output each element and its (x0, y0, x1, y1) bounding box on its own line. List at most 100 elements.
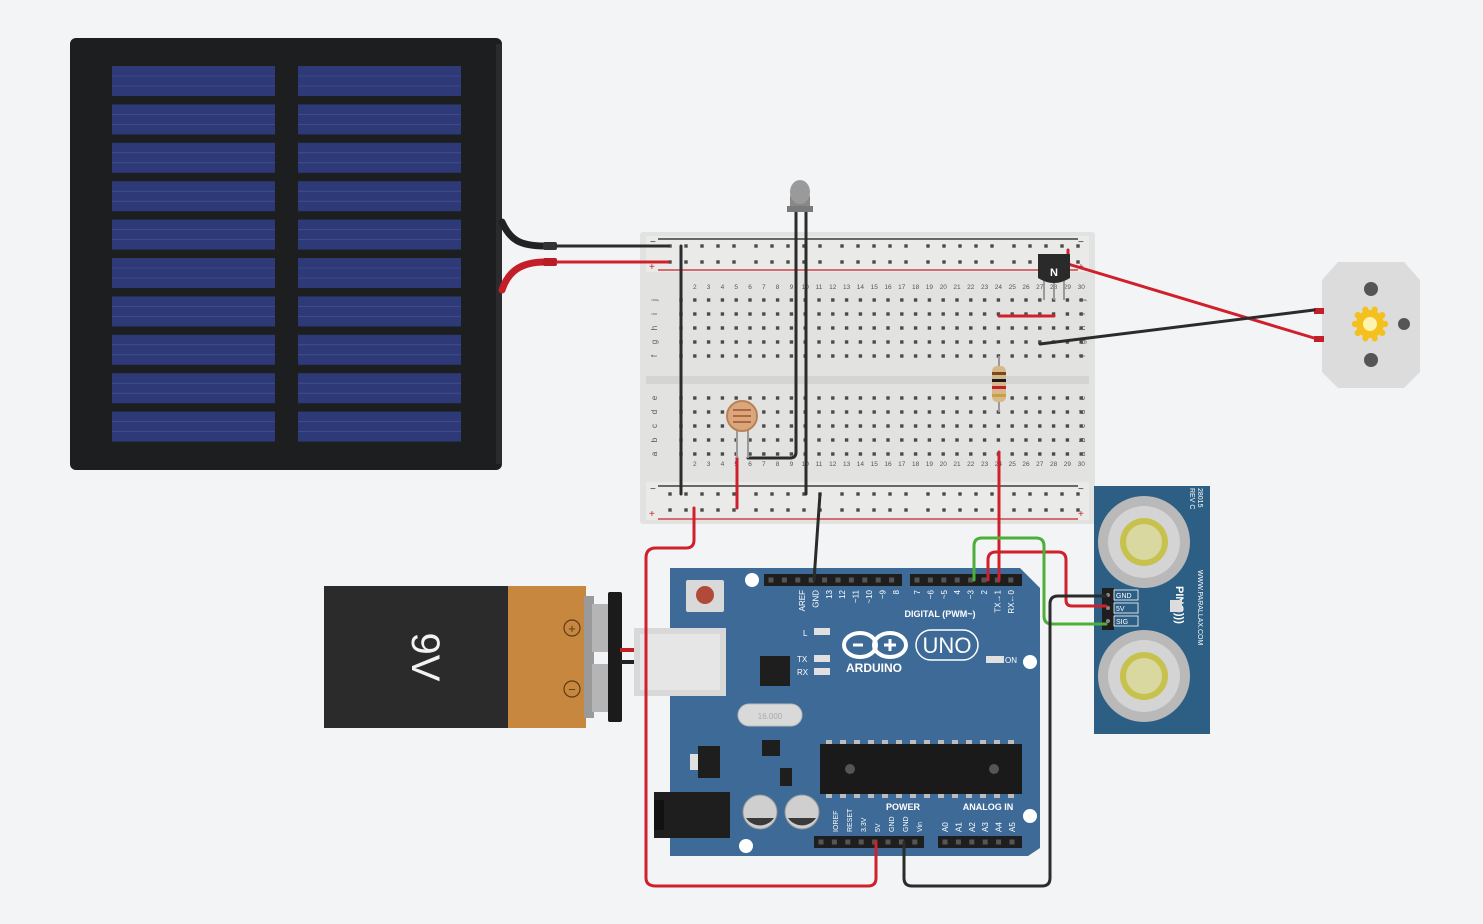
rail-hole[interactable] (754, 492, 758, 496)
breadboard-hole[interactable] (762, 396, 766, 400)
breadboard-hole[interactable] (872, 424, 876, 428)
breadboard-hole[interactable] (775, 396, 780, 400)
breadboard-hole[interactable] (831, 326, 835, 330)
breadboard-hole[interactable] (1010, 452, 1014, 456)
breadboard-hole[interactable] (1079, 438, 1083, 442)
rail-hole[interactable] (668, 244, 672, 248)
breadboard-hole[interactable] (1024, 424, 1028, 428)
breadboard-hole[interactable] (693, 410, 697, 414)
breadboard-hole[interactable] (955, 354, 959, 358)
header-pin[interactable] (835, 577, 841, 583)
rail-hole[interactable] (872, 492, 876, 496)
header-pin[interactable] (955, 839, 961, 845)
breadboard-hole[interactable] (1051, 410, 1056, 414)
breadboard-hole[interactable] (955, 298, 959, 302)
breadboard-hole[interactable] (1065, 312, 1070, 316)
breadboard-hole[interactable] (1024, 326, 1028, 330)
breadboard-hole[interactable] (789, 312, 794, 316)
breadboard-hole[interactable] (720, 410, 725, 414)
rail-hole[interactable] (716, 492, 720, 496)
rail-hole[interactable] (942, 244, 946, 248)
rail-hole[interactable] (770, 244, 774, 248)
breadboard-hole[interactable] (872, 410, 876, 414)
breadboard-hole[interactable] (872, 354, 876, 358)
breadboard-hole[interactable] (927, 410, 932, 414)
breadboard-hole[interactable] (706, 354, 711, 358)
breadboard-hole[interactable] (982, 340, 987, 344)
breadboard-hole[interactable] (844, 438, 849, 442)
breadboard-hole[interactable] (693, 312, 697, 316)
breadboard-hole[interactable] (996, 438, 1001, 442)
breadboard-hole[interactable] (693, 396, 697, 400)
rail-hole[interactable] (1028, 492, 1032, 496)
rail-hole[interactable] (818, 244, 822, 248)
header-pin[interactable] (858, 839, 864, 845)
breadboard-hole[interactable] (720, 354, 725, 358)
breadboard-hole[interactable] (789, 354, 794, 358)
breadboard-hole[interactable] (748, 438, 752, 442)
breadboard-hole[interactable] (817, 326, 821, 330)
rail-hole[interactable] (770, 508, 774, 512)
breadboard-hole[interactable] (1010, 438, 1014, 442)
rail-hole[interactable] (668, 508, 672, 512)
breadboard-hole[interactable] (1079, 340, 1083, 344)
breadboard-hole[interactable] (706, 340, 711, 344)
breadboard-hole[interactable] (1038, 438, 1042, 442)
breadboard-hole[interactable] (886, 354, 890, 358)
rail-hole[interactable] (904, 244, 908, 248)
breadboard-hole[interactable] (969, 340, 973, 344)
breadboard-hole[interactable] (734, 354, 738, 358)
breadboard-hole[interactable] (900, 396, 904, 400)
breadboard-hole[interactable] (748, 340, 752, 344)
breadboard-hole[interactable] (693, 452, 697, 456)
header-pin[interactable] (795, 577, 801, 583)
breadboard-hole[interactable] (1024, 298, 1028, 302)
header-pin[interactable] (822, 577, 828, 583)
rail-hole[interactable] (974, 492, 978, 496)
breadboard-hole[interactable] (1079, 452, 1083, 456)
rail-hole[interactable] (802, 492, 806, 496)
breadboard-hole[interactable] (982, 424, 987, 428)
breadboard-hole[interactable] (748, 396, 752, 400)
digital-pin-holes[interactable] (768, 577, 1014, 583)
breadboard-hole[interactable] (927, 326, 932, 330)
breadboard-hole[interactable] (1024, 354, 1028, 358)
rail-hole[interactable] (958, 508, 962, 512)
breadboard-hole[interactable] (872, 438, 876, 442)
header-pin[interactable] (889, 577, 895, 583)
breadboard-hole[interactable] (913, 452, 918, 456)
photoresistor[interactable] (726, 400, 758, 458)
rail-hole[interactable] (684, 508, 688, 512)
breadboard-hole[interactable] (1079, 354, 1083, 358)
breadboard-hole[interactable] (1038, 396, 1042, 400)
breadboard-hole[interactable] (1038, 452, 1042, 456)
breadboard-hole[interactable] (982, 438, 987, 442)
rail-hole[interactable] (974, 260, 978, 264)
rail-hole[interactable] (668, 492, 672, 496)
breadboard-hole[interactable] (969, 312, 973, 316)
reset-button-cap[interactable] (696, 586, 714, 604)
header-pin[interactable] (941, 577, 947, 583)
rail-hole[interactable] (716, 508, 720, 512)
breadboard-hole[interactable] (720, 312, 725, 316)
breadboard-hole[interactable] (762, 354, 766, 358)
breadboard-hole[interactable] (789, 298, 794, 302)
breadboard-hole[interactable] (858, 452, 863, 456)
breadboard-hole[interactable] (900, 424, 904, 428)
rail-hole[interactable] (926, 260, 930, 264)
rail-hole[interactable] (926, 244, 930, 248)
breadboard-hole[interactable] (720, 298, 725, 302)
rail-hole[interactable] (974, 244, 978, 248)
rail-hole[interactable] (958, 260, 962, 264)
breadboard-hole[interactable] (913, 354, 918, 358)
breadboard-hole[interactable] (982, 396, 987, 400)
rail-hole[interactable] (802, 260, 806, 264)
breadboard-hole[interactable] (734, 396, 738, 400)
breadboard-hole[interactable] (941, 410, 945, 414)
breadboard-hole[interactable] (1010, 354, 1014, 358)
breadboard-hole[interactable] (720, 424, 725, 428)
rail-hole[interactable] (786, 492, 790, 496)
breadboard-hole[interactable] (831, 340, 835, 344)
breadboard-hole[interactable] (900, 340, 904, 344)
breadboard-hole[interactable] (900, 326, 904, 330)
